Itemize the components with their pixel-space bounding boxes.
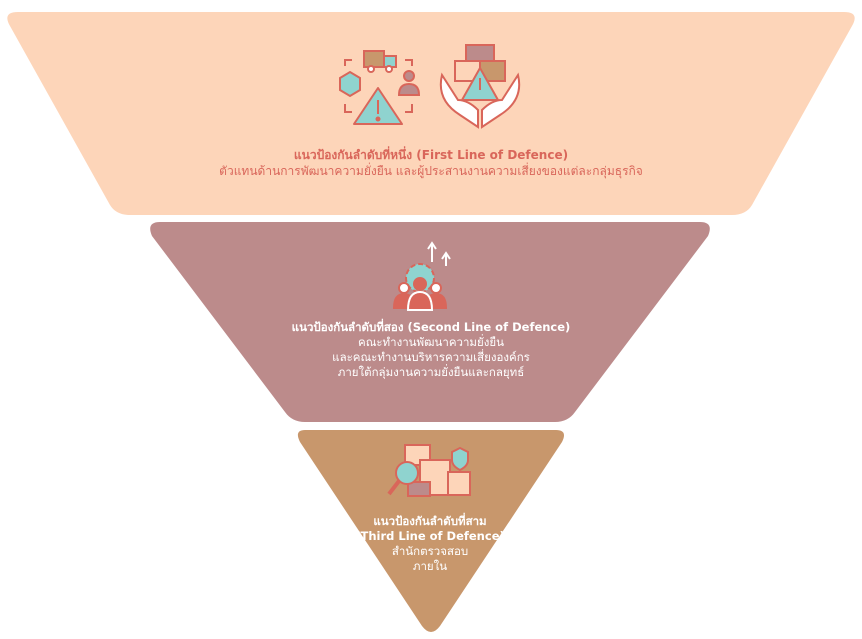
team-growth-icon xyxy=(392,241,451,311)
supply-chain-risk-icon xyxy=(339,50,421,125)
tier2-shape xyxy=(150,222,710,422)
tier3-desc-2: ภายใน xyxy=(412,558,448,573)
tier2-text: แนวป้องกันลำดับที่สอง (Second Line of De… xyxy=(0,320,862,380)
tier3-title-2: (Third Line of Defence) xyxy=(355,528,505,543)
tier2-desc-1: คณะทำงานพัฒนาความยั่งยืน xyxy=(358,334,504,349)
tier1-desc: ตัวแทนด้านการพัฒนาความยั่งยืน และผู้ประส… xyxy=(219,163,643,178)
tier1-title: แนวป้องกันลำดับที่หนึ่ง (First Line of D… xyxy=(293,148,569,162)
hands-holding-risk-icon xyxy=(439,44,521,129)
tier1-shape xyxy=(7,12,855,215)
tier3-text: แนวป้องกันลำดับที่สาม (Third Line of Def… xyxy=(330,514,530,574)
tier3-shape xyxy=(297,430,564,632)
tier1-text: แนวป้องกันลำดับที่หนึ่ง (First Line of D… xyxy=(0,148,862,179)
tier3-desc-1: สำนักตรวจสอบ xyxy=(391,543,469,558)
tier2-desc-3: ภายใต้กลุ่มงานความยั่งยืนและกลยุทธ์ xyxy=(337,364,525,379)
audit-inspection-icon xyxy=(387,444,471,497)
tier3-title-1: แนวป้องกันลำดับที่สาม xyxy=(373,514,487,528)
tier2-title: แนวป้องกันลำดับที่สอง (Second Line of De… xyxy=(291,320,571,334)
tier2-desc-2: และคณะทำงานบริหารความเสี่ยงองค์กร xyxy=(332,349,530,364)
